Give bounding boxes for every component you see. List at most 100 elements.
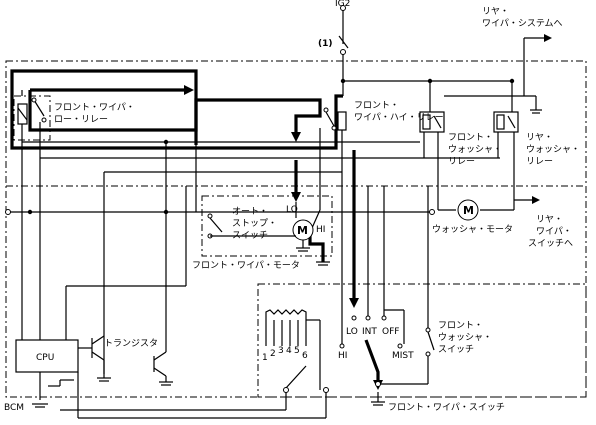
high-relay-node-2 bbox=[331, 125, 337, 131]
motor-hi-label: HI bbox=[316, 225, 325, 235]
cpu-label: CPU bbox=[36, 353, 54, 363]
rear-washer-relay-label-1: リヤ・ bbox=[526, 133, 553, 143]
ig2-junction bbox=[340, 78, 346, 84]
thick-path-arrow-down-2 bbox=[291, 192, 301, 202]
thick-path-arrow-down-3 bbox=[349, 298, 359, 308]
front-washer-relay-label-2: ウォッシャ・ bbox=[448, 144, 502, 155]
front-wiper-high-relay-label-1: フロント・ bbox=[354, 101, 399, 111]
switch-hi-node bbox=[339, 343, 345, 349]
transistor-2-collector bbox=[153, 351, 167, 361]
front-washer-relay-label-1: フロント・ bbox=[448, 133, 493, 143]
switch-int-node bbox=[365, 315, 371, 321]
front-washer-relay-coil bbox=[422, 114, 431, 130]
int-pos-6: 6 bbox=[302, 351, 308, 361]
low-relay-boundary bbox=[13, 95, 51, 141]
int-volume-node bbox=[283, 387, 289, 393]
rear-washer-relay-label-2: ウォッシャ・ bbox=[526, 144, 580, 155]
switch-lo-node bbox=[351, 315, 357, 321]
auto-stop-node-1 bbox=[207, 213, 213, 219]
front-wiper-motor-label: フロント・ワイパ・モータ bbox=[192, 260, 300, 271]
front-wiper-low-relay-label-2: ロー・リレー bbox=[54, 115, 108, 125]
thick-path-arrow-right bbox=[184, 85, 194, 95]
int-pos-4: 4 bbox=[286, 346, 292, 356]
switch-mist-node bbox=[397, 343, 403, 349]
motor-hi-wire bbox=[311, 209, 321, 229]
switch-common-node bbox=[375, 381, 381, 387]
rear-washer-relay-contact bbox=[507, 115, 516, 129]
thick-path-arrow-down-1 bbox=[291, 132, 301, 142]
thick-current-path-mid bbox=[28, 90, 322, 132]
int-pos-5: 5 bbox=[294, 346, 300, 356]
transistor-2-emitter bbox=[153, 367, 167, 377]
ig2-label: IG2 bbox=[335, 0, 350, 9]
int-volume-wiper bbox=[285, 365, 307, 389]
fuse-ref-label: (1) bbox=[318, 39, 333, 49]
fuse-symbol bbox=[338, 35, 349, 49]
low-relay-coil-mark bbox=[17, 107, 28, 121]
front-washer-relay-contact bbox=[433, 115, 442, 129]
rear-washer-relay-label-3: リレー bbox=[526, 157, 553, 167]
washer-motor-circle bbox=[457, 199, 479, 221]
front-wiper-motor-boundary bbox=[201, 195, 333, 257]
rear-wiper-system-label-1: リヤ・ bbox=[482, 7, 509, 17]
front-washer-switch-label-2: ウォッシャ・ bbox=[438, 332, 492, 343]
front-wiper-switch-boundary bbox=[257, 283, 587, 398]
transistor-1-emitter bbox=[91, 351, 105, 361]
washer-motor-label: ウォッシャ・モータ bbox=[432, 224, 513, 235]
int-pos-2: 2 bbox=[270, 349, 276, 359]
switch-off-label: OFF bbox=[382, 327, 399, 337]
front-washer-switch-label-3: スイッチ bbox=[438, 344, 474, 355]
front-wiper-motor-symbol: M bbox=[297, 224, 308, 237]
transistor-1-collector bbox=[91, 335, 105, 345]
front-wiper-low-relay-label-1: フロント・ワイパ・ bbox=[54, 102, 135, 113]
thick-current-path-lo bbox=[308, 235, 325, 262]
thick-current-path-sw-ground bbox=[364, 339, 380, 384]
switch-hi-label: HI bbox=[338, 351, 347, 361]
switch-lo-label: LO bbox=[346, 327, 358, 337]
auto-stop-switch-label-3: スイッチ bbox=[232, 230, 268, 241]
rear-wiper-switch-label-2: ワイパ・ bbox=[536, 226, 572, 237]
int-pos-1: 1 bbox=[262, 353, 268, 363]
transistor-label: トランジスタ bbox=[104, 338, 158, 349]
front-washer-relay-label-3: リレー bbox=[448, 157, 475, 167]
rear-wiper-switch-label-3: スイッチへ bbox=[528, 238, 573, 249]
bus-junction-1 bbox=[27, 209, 33, 215]
rear-washer-relay-coil bbox=[496, 114, 505, 130]
low-relay-contact bbox=[33, 99, 45, 117]
switch-int-label: INT bbox=[362, 327, 377, 337]
auto-stop-contact bbox=[209, 217, 223, 233]
auto-stop-switch-label-1: オート・ bbox=[232, 206, 268, 217]
rear-wiper-switch-label-1: リヤ・ bbox=[536, 215, 563, 225]
front-washer-relay-body bbox=[419, 111, 445, 133]
rear-washer-relay-body bbox=[493, 111, 519, 133]
thick-current-path-outer bbox=[10, 69, 343, 150]
bus-right-node bbox=[429, 209, 435, 215]
low-relay-node-1 bbox=[31, 97, 37, 103]
high-relay-coil bbox=[337, 111, 347, 131]
bus-mid-junction bbox=[163, 139, 169, 145]
rear-wiper-switch-arrow bbox=[532, 196, 540, 204]
int-volume-node-2 bbox=[323, 387, 329, 393]
front-wiper-switch-label: フロント・ワイパ・スイッチ bbox=[388, 402, 505, 413]
washer-switch-node-2 bbox=[425, 351, 431, 357]
motor-lo-label: LO bbox=[286, 205, 298, 215]
auto-stop-switch-label-2: ストップ・ bbox=[232, 218, 277, 229]
high-relay-contact bbox=[325, 111, 335, 127]
front-wiper-high-relay-label-2: ワイパ・ハイ・リレー bbox=[354, 112, 444, 123]
bus-left-node bbox=[5, 209, 11, 215]
switch-mist-label: MIST bbox=[392, 351, 414, 361]
rear-wiper-system-label-2: ワイパ・システムへ bbox=[482, 18, 563, 29]
washer-motor-symbol: M bbox=[463, 204, 474, 217]
bcm-label: BCM bbox=[4, 403, 24, 413]
switch-off-node bbox=[381, 315, 387, 321]
int-volume-resistor bbox=[265, 309, 307, 320]
low-relay-node-2 bbox=[41, 117, 47, 123]
cpu-block bbox=[15, 339, 79, 373]
high-relay-node-1 bbox=[323, 107, 329, 113]
int-pos-3: 3 bbox=[278, 346, 284, 356]
front-washer-switch-label-1: フロント・ bbox=[438, 321, 483, 331]
ig2-fuse-node bbox=[340, 49, 346, 55]
washer-switch-node-1 bbox=[425, 327, 431, 333]
ig2-top-node bbox=[340, 5, 346, 11]
